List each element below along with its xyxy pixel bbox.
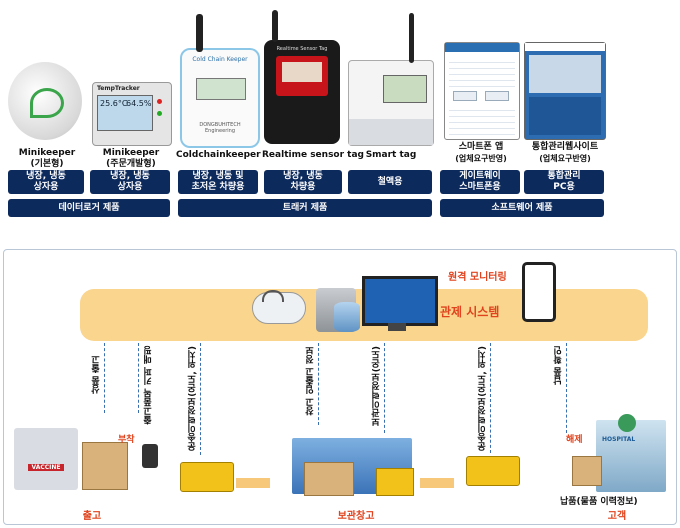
stage-warehouse: 보관창고 xyxy=(337,511,375,522)
status-led-icon xyxy=(157,99,162,104)
monitor-icon xyxy=(362,276,438,326)
device-label: 스마트폰 앱(업체요구반영) xyxy=(455,142,507,163)
arrow-right xyxy=(236,478,270,488)
arrow-up xyxy=(384,343,385,433)
web-dashboard-image xyxy=(524,42,606,140)
arrow-up xyxy=(200,343,201,455)
device-label: Minikeeper(기본형) xyxy=(18,148,76,169)
warehouse-boxes xyxy=(304,462,354,496)
leaf-logo-icon xyxy=(30,88,64,118)
status-led-icon xyxy=(157,111,162,116)
box-stack-image xyxy=(82,442,128,490)
temptracker-screen: 25.6°C 64.5% xyxy=(97,95,153,131)
delivery-box xyxy=(572,456,602,486)
flow-label-transport-2: 운송이력정보(온도, 위치) xyxy=(478,346,488,451)
arrow-right xyxy=(420,478,454,488)
device-label: Coldchainkeeper xyxy=(176,150,261,160)
system-flow-panel xyxy=(3,249,677,525)
truck-1-image xyxy=(180,462,234,492)
smartphone-icon xyxy=(522,262,556,322)
smart-tag-image xyxy=(348,13,434,146)
device-label: Smart tag xyxy=(365,150,417,160)
coldchain-maker: DONGBUHITECH Engineering xyxy=(199,122,241,134)
wifi-icon xyxy=(262,290,284,302)
device-label: 통합관리웹사이트(업체요구반영) xyxy=(531,142,599,163)
arrow-up xyxy=(566,343,567,433)
arrow-up xyxy=(104,343,105,413)
category-software: 소프트웨어 제품 xyxy=(440,199,604,217)
smart-tag-screen xyxy=(383,75,427,103)
device-label: Realtime sensor tag xyxy=(262,150,364,160)
realtime-screen xyxy=(276,56,328,96)
minikeeper-custom-image: TempTracker 25.6°C 64.5% xyxy=(92,82,172,146)
flow-label-warehouse: 창고 입출고 정보 xyxy=(306,346,316,416)
flow-label-storage: 보관이력정보(온도) xyxy=(372,346,382,427)
antenna-icon xyxy=(409,13,414,63)
control-system-label: 관제 시스템 xyxy=(440,305,500,319)
stage-customer: 고객 xyxy=(607,511,627,522)
temptracker-title: TempTracker xyxy=(97,85,140,92)
category-datalogger: 데이터로거 제품 xyxy=(8,199,170,217)
flow-label-delivery-confirm: 납품 확인 xyxy=(554,346,564,386)
category-tracker: 트래커 제품 xyxy=(178,199,432,217)
vaccine-sign: VACCINE xyxy=(28,464,64,471)
antenna-icon xyxy=(196,14,203,52)
arrow-up xyxy=(318,343,319,425)
coldchainkeeper-image: Cold Chain Keeper DONGBUHITECH Engineeri… xyxy=(180,14,260,148)
coldchain-screen xyxy=(196,78,246,100)
delivery-info-label: 납품(물품 이력정보) xyxy=(560,497,638,507)
arrow-up xyxy=(138,343,139,413)
smartphone-app-image xyxy=(444,42,520,140)
temptracker-temp: 25.6°C xyxy=(100,99,128,108)
realtime-sensor-tag-image: Realtime Sensor Tag xyxy=(264,10,340,144)
temptracker-hum: 64.5% xyxy=(126,99,152,108)
usage-box: 철액용 xyxy=(348,170,432,194)
remote-monitoring-label: 원격 모니터링 xyxy=(448,272,507,283)
device-label: Minikeeper(주문개발형) xyxy=(102,148,160,169)
factory-robot-image xyxy=(14,428,78,490)
hospital-image xyxy=(596,420,666,492)
truck-2-image xyxy=(466,456,520,486)
minikeeper-basic-image xyxy=(8,62,82,140)
medical-cross-icon xyxy=(618,414,636,432)
hospital-sign: HOSPITAL xyxy=(602,436,636,443)
flow-label-shipment: 상품 출고 xyxy=(92,355,102,395)
warehouse-truck xyxy=(376,468,414,496)
realtime-brand: Realtime Sensor Tag xyxy=(276,46,328,52)
coldchain-brand: Cold Chain Keeper xyxy=(192,56,248,63)
stage-shipment: 출고 xyxy=(82,511,102,522)
antenna-icon xyxy=(272,10,278,42)
database-icon xyxy=(334,302,360,332)
arrow-up xyxy=(490,343,491,453)
monitor-stand xyxy=(388,323,406,331)
attach-label: 부착 xyxy=(118,435,135,445)
scanner-icon xyxy=(142,444,158,468)
flow-label-mapping: 출고품목 키퍼 매핑 xyxy=(144,346,154,425)
detach-label: 해제 xyxy=(566,435,583,445)
flow-label-transport-1: 운송이력정보(온도, 위치) xyxy=(188,346,198,451)
